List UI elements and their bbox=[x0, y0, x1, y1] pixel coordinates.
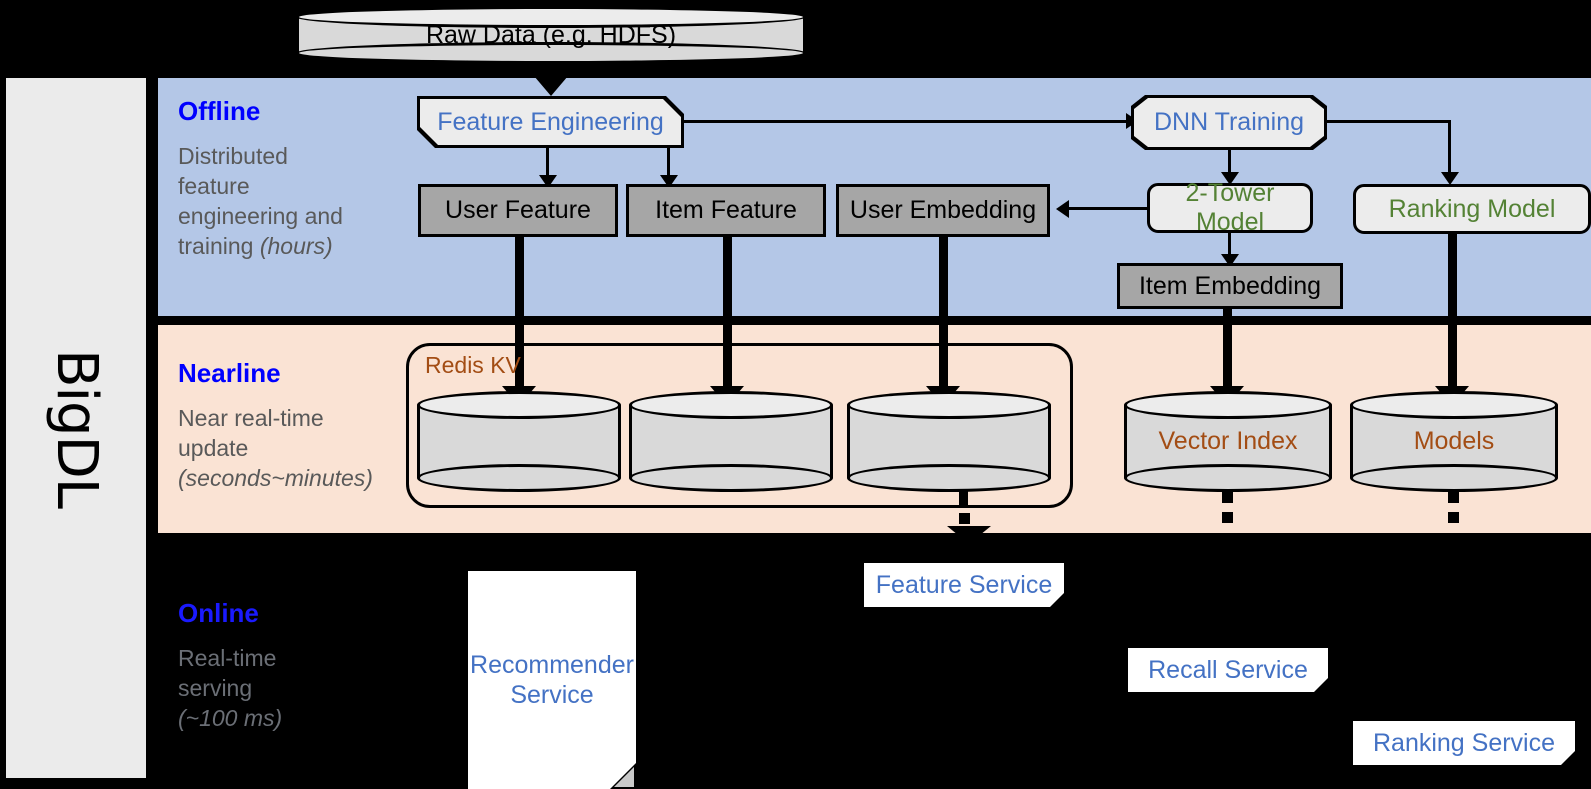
edge-rawdata-to-fe bbox=[547, 62, 556, 80]
framework-label: BigDL bbox=[43, 348, 109, 508]
item-embedding-box[interactable]: Item Embedding bbox=[1117, 263, 1343, 309]
feature-service-card[interactable]: Feature Service bbox=[864, 563, 1064, 607]
pipe-userfeature bbox=[515, 236, 524, 391]
band-title-nearline: Nearline bbox=[178, 358, 281, 388]
vector-index-label: Vector Index bbox=[1158, 427, 1298, 455]
edge-redis-to-featureservice bbox=[959, 490, 968, 508]
page-fold-icon bbox=[1314, 678, 1328, 692]
cylinder-bottom bbox=[417, 464, 621, 492]
raw-data-cylinder: Raw Data (e.g. HDFS) bbox=[296, 6, 806, 64]
redis-cylinder-item-feature[interactable] bbox=[629, 391, 833, 492]
vector-index-cylinder[interactable]: Vector Index bbox=[1124, 391, 1332, 492]
page-fold-icon bbox=[1561, 751, 1575, 765]
dash-vectorindex-2 bbox=[1222, 512, 1233, 523]
page-fold-icon bbox=[1050, 593, 1064, 607]
online-desc-italic: (~100 ms) bbox=[178, 704, 283, 731]
ranking-service-card[interactable]: Ranking Service bbox=[1353, 721, 1575, 765]
ranking-model-label: Ranking Model bbox=[1388, 194, 1556, 223]
framework-rail: BigDL bbox=[6, 78, 146, 778]
edge-twotower-to-itemembedding bbox=[1228, 233, 1231, 257]
ranking-service-label: Ranking Service bbox=[1372, 729, 1556, 757]
dash-models-2 bbox=[1448, 512, 1459, 523]
offline-desc-italic: (hours) bbox=[259, 232, 333, 259]
dash-models-1 bbox=[1448, 489, 1459, 503]
item-feature-box[interactable]: Item Feature bbox=[626, 184, 826, 237]
arrowhead-rawdata bbox=[534, 76, 568, 96]
offline-desc-l2: feature bbox=[178, 172, 250, 199]
dnn-training-box[interactable]: DNN Training bbox=[1134, 98, 1324, 147]
models-cylinder[interactable]: Models bbox=[1350, 391, 1558, 492]
band-desc-nearline: Near real-time update (seconds~minutes) bbox=[178, 404, 418, 494]
two-tower-model-box[interactable]: 2-Tower Model bbox=[1147, 179, 1313, 236]
band-desc-offline: Distributed feature engineering and trai… bbox=[178, 142, 393, 262]
redis-kv-container bbox=[406, 343, 1073, 508]
dnn-training-label: DNN Training bbox=[1153, 108, 1305, 136]
edge-fe-to-dnn bbox=[684, 120, 1128, 123]
recall-service-label: Recall Service bbox=[1148, 656, 1308, 684]
nearline-desc-l1: Near real-time bbox=[178, 405, 324, 431]
feature-engineering-label: Feature Engineering bbox=[437, 107, 664, 136]
arrowhead-dnn-to-ranking bbox=[1441, 172, 1459, 185]
recall-service-card[interactable]: Recall Service bbox=[1128, 648, 1328, 692]
arrowhead-twotower-userembedding bbox=[1056, 200, 1069, 218]
recommender-service-line2: Service bbox=[510, 681, 594, 709]
arrowhead-featureservice bbox=[947, 526, 991, 544]
dash-vectorindex-1 bbox=[1222, 489, 1233, 503]
redis-cylinder-user-embedding[interactable] bbox=[847, 391, 1051, 492]
recommender-service-card[interactable]: Recommender Service bbox=[468, 571, 636, 789]
cylinder-top bbox=[847, 391, 1051, 419]
edge-fe-to-userfeature bbox=[546, 145, 549, 178]
edge-dnn-to-twotower bbox=[1228, 150, 1231, 174]
dash-featureservice bbox=[959, 513, 970, 524]
online-desc-l1: Real-time bbox=[178, 645, 277, 671]
models-label: Models bbox=[1413, 427, 1495, 455]
user-feature-box[interactable]: User Feature bbox=[418, 184, 618, 237]
edge-fe-to-itemfeature bbox=[667, 145, 670, 178]
offline-desc-l1: Distributed bbox=[178, 143, 288, 169]
arrowhead-dnn-to-twotower bbox=[1221, 172, 1239, 185]
cylinder-top bbox=[296, 6, 806, 28]
cylinder-top bbox=[629, 391, 833, 419]
user-feature-label: User Feature bbox=[445, 196, 591, 224]
offline-desc-l4: training bbox=[178, 232, 260, 259]
recommender-service-line1: Recommender bbox=[470, 651, 634, 679]
user-embedding-label: User Embedding bbox=[849, 196, 1037, 224]
band-title-offline: Offline bbox=[178, 96, 261, 126]
ranking-model-box[interactable]: Ranking Model bbox=[1353, 184, 1591, 234]
cylinder-top bbox=[1350, 391, 1558, 419]
offline-desc-l3: engineering and bbox=[178, 202, 343, 229]
raw-data-label: Raw Data (e.g. HDFS) bbox=[425, 20, 677, 49]
nearline-desc-italic: (seconds~minutes) bbox=[178, 464, 373, 491]
page-fold-shade-icon bbox=[614, 767, 634, 787]
pipe-itemembedding bbox=[1223, 308, 1232, 391]
feature-engineering-box[interactable]: Feature Engineering bbox=[420, 99, 681, 145]
user-embedding-box[interactable]: User Embedding bbox=[836, 184, 1050, 237]
two-tower-model-label: 2-Tower Model bbox=[1185, 179, 1275, 236]
redis-kv-label: Redis KV bbox=[425, 352, 521, 378]
edge-dnn-to-ranking-v bbox=[1448, 120, 1451, 175]
cylinder-top bbox=[1124, 391, 1332, 419]
cylinder-bottom bbox=[629, 464, 833, 492]
cylinder-bottom bbox=[847, 464, 1051, 492]
edge-twotower-to-userembedding bbox=[1068, 207, 1148, 210]
redis-cylinder-user-feature[interactable] bbox=[417, 391, 621, 492]
pipe-itemfeature bbox=[723, 236, 732, 391]
cylinder-top bbox=[417, 391, 621, 419]
band-desc-online: Real-time serving (~100 ms) bbox=[178, 644, 398, 734]
feature-service-label: Feature Service bbox=[875, 571, 1053, 599]
edge-dnn-to-ranking-h bbox=[1327, 120, 1451, 123]
band-title-online: Online bbox=[178, 598, 259, 628]
pipe-userembedding bbox=[939, 236, 948, 391]
item-embedding-label: Item Embedding bbox=[1138, 271, 1322, 300]
band-divider-top bbox=[158, 316, 1591, 325]
nearline-desc-l2: update bbox=[178, 434, 249, 461]
online-desc-l2: serving bbox=[178, 674, 253, 701]
item-feature-label: Item Feature bbox=[655, 196, 797, 224]
pipe-rankingmodel bbox=[1448, 233, 1457, 391]
